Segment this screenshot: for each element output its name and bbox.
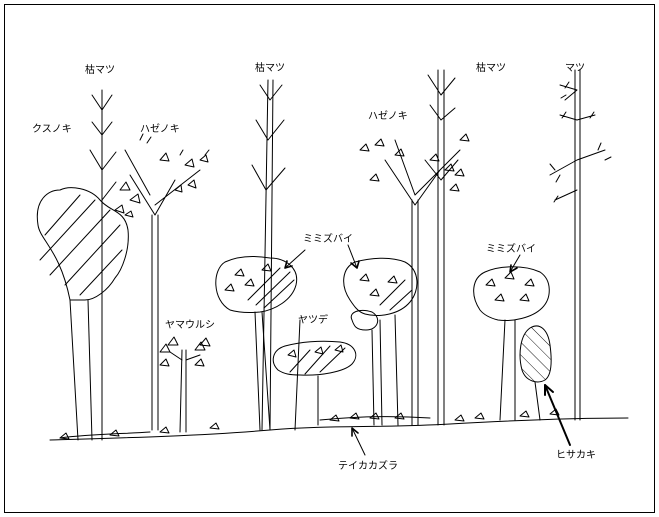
arrow-hisakaki bbox=[545, 385, 570, 445]
label-kusunoki: クスノキ bbox=[32, 125, 72, 135]
label-kare-matsu-1: 枯マツ bbox=[85, 66, 115, 76]
arrow-teikakazura bbox=[352, 428, 365, 455]
hazenoki-1-tree bbox=[115, 134, 209, 430]
mimizubai-2-shrub bbox=[344, 258, 417, 425]
kare-matsu-2-tree bbox=[252, 80, 285, 430]
label-yamaurushi: ヤマウルシ bbox=[165, 321, 215, 331]
arrow-mimizubai-1 bbox=[285, 250, 305, 268]
label-kare-matsu-2: 枯マツ bbox=[255, 64, 285, 74]
kare-matsu-1-tree bbox=[90, 90, 116, 440]
label-kare-matsu-3: 枯マツ bbox=[476, 64, 506, 74]
label-hazenoki-2: ハゼノキ bbox=[368, 112, 408, 122]
label-teikakazura: テイカカズラ bbox=[338, 462, 398, 472]
hisakaki-shrub bbox=[520, 326, 551, 420]
yatsude-shrub bbox=[273, 341, 356, 425]
label-mimizubai-1: ミミズバイ bbox=[303, 235, 353, 245]
label-matsu: マツ bbox=[565, 64, 585, 74]
teikakazura-vine bbox=[60, 409, 559, 439]
label-hisakaki: ヒサカキ bbox=[556, 451, 596, 461]
kare-matsu-3-tree bbox=[425, 70, 458, 425]
label-yatsude: ヤツデ bbox=[298, 316, 328, 326]
label-hazenoki-1: ハゼノキ bbox=[140, 125, 180, 135]
kusunoki-tree bbox=[37, 188, 128, 440]
yamaurushi-shrub bbox=[160, 337, 210, 432]
mimizubai-1-shrub bbox=[216, 257, 300, 430]
matsu-tree bbox=[550, 70, 611, 420]
label-mimizubai-3: ミミズバイ bbox=[486, 245, 536, 255]
hazenoki-2-tree bbox=[360, 134, 469, 425]
